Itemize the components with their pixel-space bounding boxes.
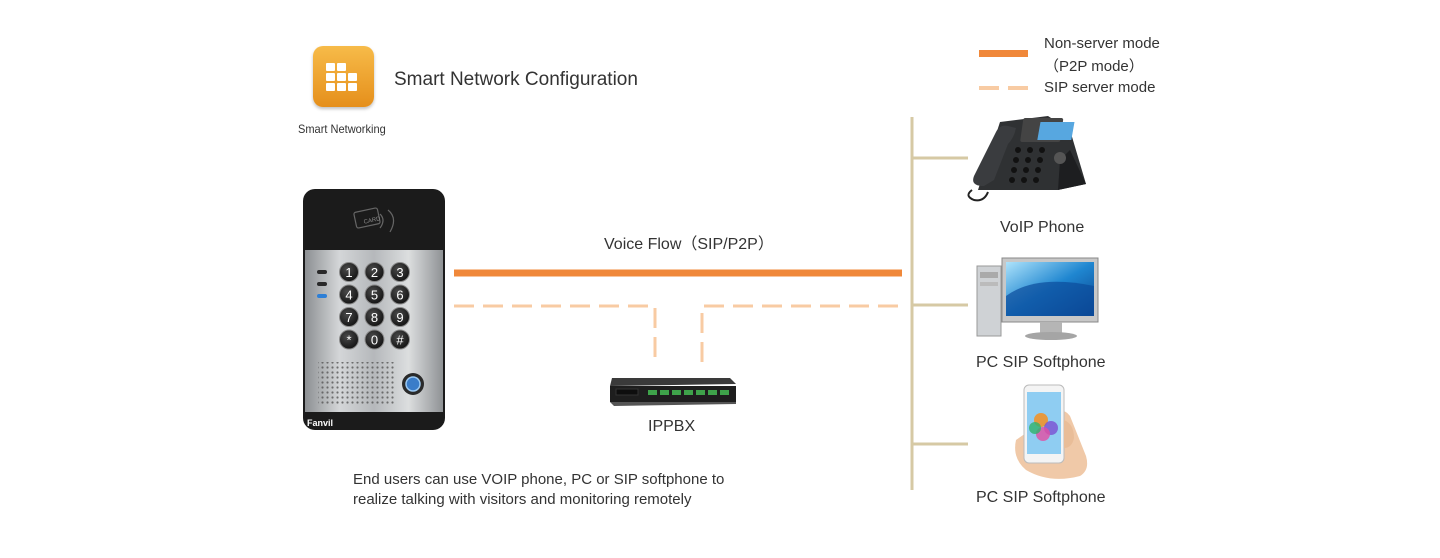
keypad-key-bg	[364, 284, 385, 305]
note-line-2: realize talking with visitors and monito…	[353, 491, 692, 508]
mobile-softphone-label: PC SIP Softphone	[976, 489, 1106, 506]
legend-dashed-swatch	[979, 86, 1028, 90]
mobile-phone-device	[1015, 384, 1088, 479]
sip-dashed-path-left	[454, 304, 657, 362]
voip-phone-label: VoIP Phone	[1000, 219, 1085, 236]
keypad-key-label: 0	[371, 333, 378, 348]
keypad-key-bg	[390, 329, 410, 350]
keypad-key-label: 7	[345, 310, 352, 325]
legend-dashed-label: SIP server mode	[1044, 79, 1156, 96]
voip-phone-device	[967, 116, 1086, 202]
keypad-key-label: 2	[371, 265, 378, 280]
legend-solid-label-line1: Non-server mode	[1044, 35, 1160, 52]
keypad-key-label: 9	[396, 310, 403, 325]
pc-device	[976, 257, 1099, 340]
ippbx-label: IPPBX	[648, 418, 696, 435]
keypad-key-bg	[364, 329, 385, 350]
keypad-key-label: 8	[371, 310, 378, 325]
keypad: 1 2 3 4 5 6 7 8 9 * 0 #	[339, 262, 410, 350]
legend-solid-swatch	[979, 50, 1028, 57]
keypad-key-bg	[390, 262, 410, 282]
keypad-key-label: *	[346, 333, 351, 348]
keypad-key-bg	[339, 329, 359, 350]
ippbx-device	[610, 378, 736, 406]
sip-dashed-path-right	[700, 304, 906, 362]
note-line-1: End users can use VOIP phone, PC or SIP …	[353, 471, 725, 488]
icon-caption: Smart Networking	[298, 122, 386, 136]
smart-networking-icon	[313, 46, 374, 107]
pc-softphone-label: PC SIP Softphone	[976, 354, 1106, 371]
keypad-key-bg	[364, 307, 385, 327]
keypad-key-label: 6	[396, 288, 403, 303]
door-phone-device: CARD 1 2 3 4 5 6 7 8 9 * 0 # Fanvil	[303, 189, 445, 430]
voice-flow-label: Voice Flow（SIP/P2P）	[604, 236, 774, 253]
keypad-key-label: 1	[345, 265, 352, 280]
card-label: CARD	[363, 216, 382, 226]
keypad-key-label: 4	[345, 288, 352, 303]
keypad-key-bg	[364, 262, 385, 282]
keypad-key-bg	[339, 307, 359, 327]
keypad-key-bg	[390, 284, 410, 305]
legend-solid-label-line2: （P2P mode）	[1044, 58, 1144, 75]
keypad-key-label: 5	[371, 288, 378, 303]
page-title: Smart Network Configuration	[394, 69, 638, 90]
card-reader-icon	[353, 207, 395, 233]
keypad-key-bg	[339, 262, 359, 282]
keypad-key-bg	[339, 284, 359, 305]
keypad-key-bg	[390, 307, 410, 327]
brand-logo-text: Fanvil	[307, 418, 333, 428]
keypad-key-label: 3	[396, 265, 403, 280]
keypad-key-label: #	[396, 333, 404, 348]
